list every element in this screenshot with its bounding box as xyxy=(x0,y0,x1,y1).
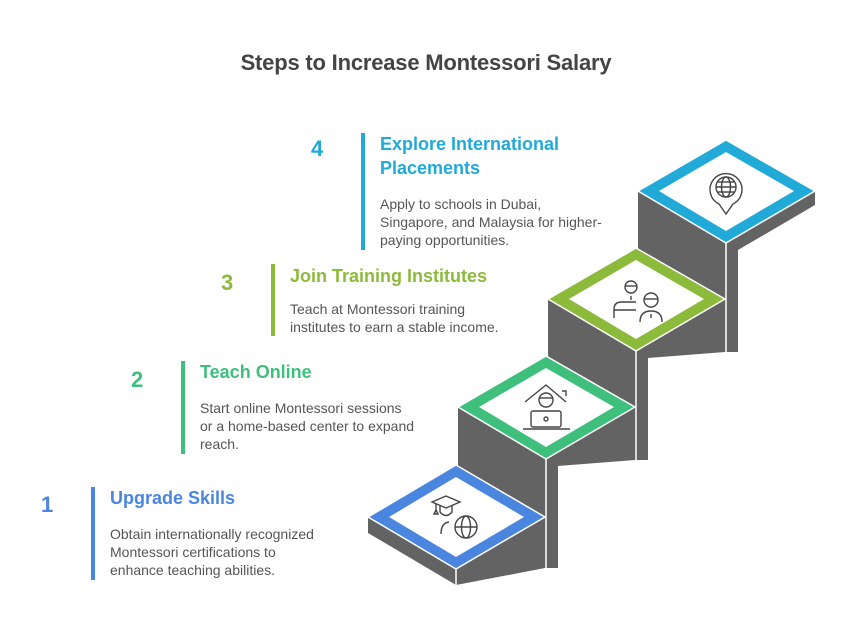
step-1-desc-line: Obtain internationally recognized xyxy=(110,526,314,542)
step-4-title-line-2: Placements xyxy=(380,158,481,178)
step-4-desc-line: Apply to schools in Dubai, xyxy=(380,196,542,212)
globe-pin-icon xyxy=(709,172,743,216)
step-4-number: 4 xyxy=(311,136,324,161)
step-2-desc-line: or a home-based center to expand xyxy=(200,418,415,434)
step-3-accent-bar xyxy=(271,264,275,336)
teacher-student-icon xyxy=(613,280,663,323)
step-1-description: Obtain internationally recognized Montes… xyxy=(110,525,314,579)
step-1-block xyxy=(368,517,545,585)
step-1-platform xyxy=(366,464,547,570)
step-3-description: Teach at Montessori training institutes … xyxy=(290,300,499,336)
graduate-globe-icon xyxy=(430,495,478,539)
step-3-number: 3 xyxy=(221,270,234,295)
step-2-description: Start online Montessori sessions or a ho… xyxy=(200,399,414,453)
step-4-desc-line: paying opportunities. xyxy=(380,232,510,248)
step-1-accent-bar xyxy=(91,487,95,580)
step-3-platform xyxy=(546,247,727,352)
step-4-accent-bar xyxy=(361,133,365,250)
step-4-description: Apply to schools in Dubai, Singapore, an… xyxy=(380,195,602,249)
step-2-number: 2 xyxy=(131,367,144,392)
step-4-title: Explore International Placements xyxy=(380,132,559,180)
step-3-desc-line: institutes to earn a stable income. xyxy=(290,319,499,335)
step-4-desc-line: Singapore, and Malaysia for higher- xyxy=(380,214,602,230)
step-3-title: Join Training Institutes xyxy=(290,266,488,286)
step-1-number: 1 xyxy=(41,492,54,517)
step-1-desc-line: Montessori certifications to xyxy=(110,544,276,560)
step-2-title: Teach Online xyxy=(200,362,312,382)
step-2-desc-line: Start online Montessori sessions xyxy=(200,400,402,416)
diagram-title: Steps to Increase Montessori Salary xyxy=(240,50,612,75)
step-4-title-line-1: Explore International xyxy=(380,134,560,154)
step-2-accent-bar xyxy=(181,361,185,454)
step-3-desc-line: Teach at Montessori training xyxy=(290,301,466,317)
step-2-desc-line: reach. xyxy=(200,436,239,452)
step-1-title: Upgrade Skills xyxy=(110,488,236,508)
step-1-desc-line: enhance teaching abilities. xyxy=(110,562,276,578)
home-laptop-icon xyxy=(523,384,570,430)
